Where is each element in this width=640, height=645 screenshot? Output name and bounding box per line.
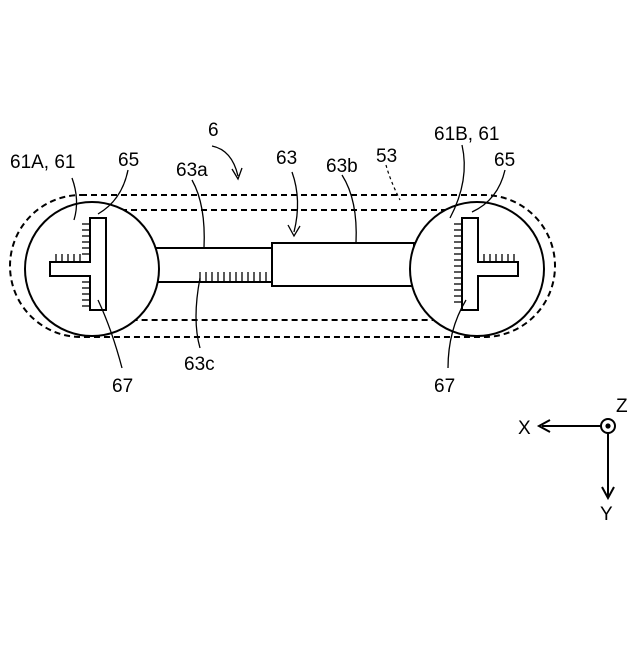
z-axis-dot [605,423,610,428]
label-61B: 61B, 61 [434,124,500,145]
label-right-65: 65 [494,150,515,171]
label-63a: 63a [176,160,208,181]
arrow-63 [292,172,298,232]
label-right-67: 67 [434,376,455,397]
shaft-segment-63b [272,243,414,286]
label-63b: 63b [326,156,358,177]
label-53: 53 [376,146,397,167]
label-axis-y: Y [600,504,613,525]
leader-63a [192,180,204,248]
label-63c: 63c [184,354,215,375]
label-axis-z: Z [616,396,628,417]
label-6: 6 [208,120,219,141]
label-left-67: 67 [112,376,133,397]
label-axis-x: X [518,418,531,439]
shaft-segment-63a [155,248,275,282]
label-left-65: 65 [118,150,139,171]
coordinate-axes: X Y Z [518,396,628,525]
label-63: 63 [276,148,297,169]
label-61A: 61A, 61 [10,152,76,173]
